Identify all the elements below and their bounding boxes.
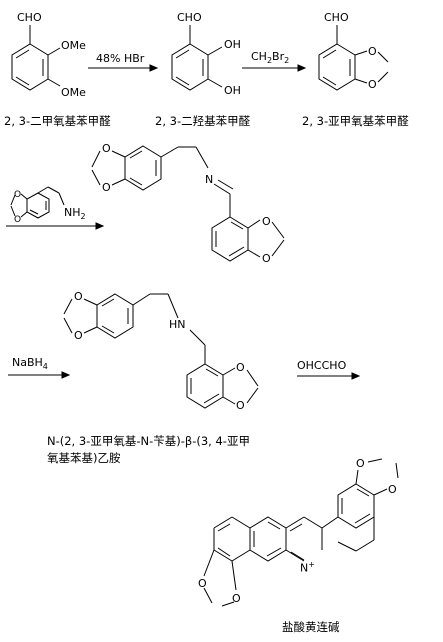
imine-structure	[91, 145, 285, 262]
compound1-structure	[11, 25, 61, 91]
compound5-caption-line2: 氧基苯基)乙胺	[47, 451, 121, 465]
o-label-am1: O	[74, 290, 83, 303]
product-structure	[203, 458, 399, 607]
o-label-im4: O	[262, 252, 271, 265]
o-label-im1: O	[102, 142, 111, 155]
step5-reagent: OHCCHO	[297, 359, 347, 372]
oh-label-2: OH	[224, 84, 241, 97]
o-label-am2: O	[74, 329, 83, 342]
compound5-caption-line1: N-(2, 3-亚甲氧基-N-苄基)-β-(3, 4-亚甲	[47, 434, 250, 448]
product-nplus-label: N+	[300, 560, 315, 575]
product-caption: 盐酸黄连碱	[282, 620, 340, 634]
imine-n-label: N	[205, 173, 213, 186]
cho-label-2: CHO	[177, 11, 202, 24]
cho-label-3: CHO	[324, 11, 349, 24]
o-label-p1: O	[356, 457, 365, 470]
compound2-caption: 2, 3-二羟基苯甲醛	[155, 114, 251, 128]
o-label-rg2: O	[14, 215, 21, 225]
o-label-im3: O	[262, 215, 271, 228]
amine-reagent-nh2: NH2	[64, 206, 86, 222]
step1-reagent: 48% HBr	[96, 52, 145, 65]
step2-reagent: CH2Br2	[251, 50, 290, 66]
cho-label-1: CHO	[17, 11, 42, 24]
step4-reagent: NaBH4	[12, 356, 48, 372]
amine-structure	[63, 293, 259, 409]
o-label-im2: O	[102, 181, 111, 194]
o-label-rg1: O	[14, 190, 21, 200]
o-label-am4: O	[236, 399, 245, 412]
ome-label-2: OMe	[61, 86, 86, 99]
compound3-caption: 2, 3-亚甲氧基苯甲醛	[302, 114, 409, 128]
o-label-p4: O	[232, 592, 241, 605]
o-label-c3b: O	[368, 78, 377, 91]
oh-label-1: OH	[224, 38, 241, 51]
compound3-structure	[318, 25, 389, 91]
o-label-am3: O	[236, 361, 245, 374]
o-label-c3a: O	[368, 45, 377, 58]
amine-hn-label: HN	[169, 318, 186, 331]
ome-label-1: OMe	[61, 39, 86, 52]
o-label-p3: O	[198, 577, 207, 590]
amine-reagent-structure	[10, 186, 65, 219]
compound1-caption: 2, 3-二甲氧基苯甲醛	[4, 114, 111, 128]
compound2-structure	[171, 25, 223, 91]
o-label-p2: O	[388, 483, 397, 496]
